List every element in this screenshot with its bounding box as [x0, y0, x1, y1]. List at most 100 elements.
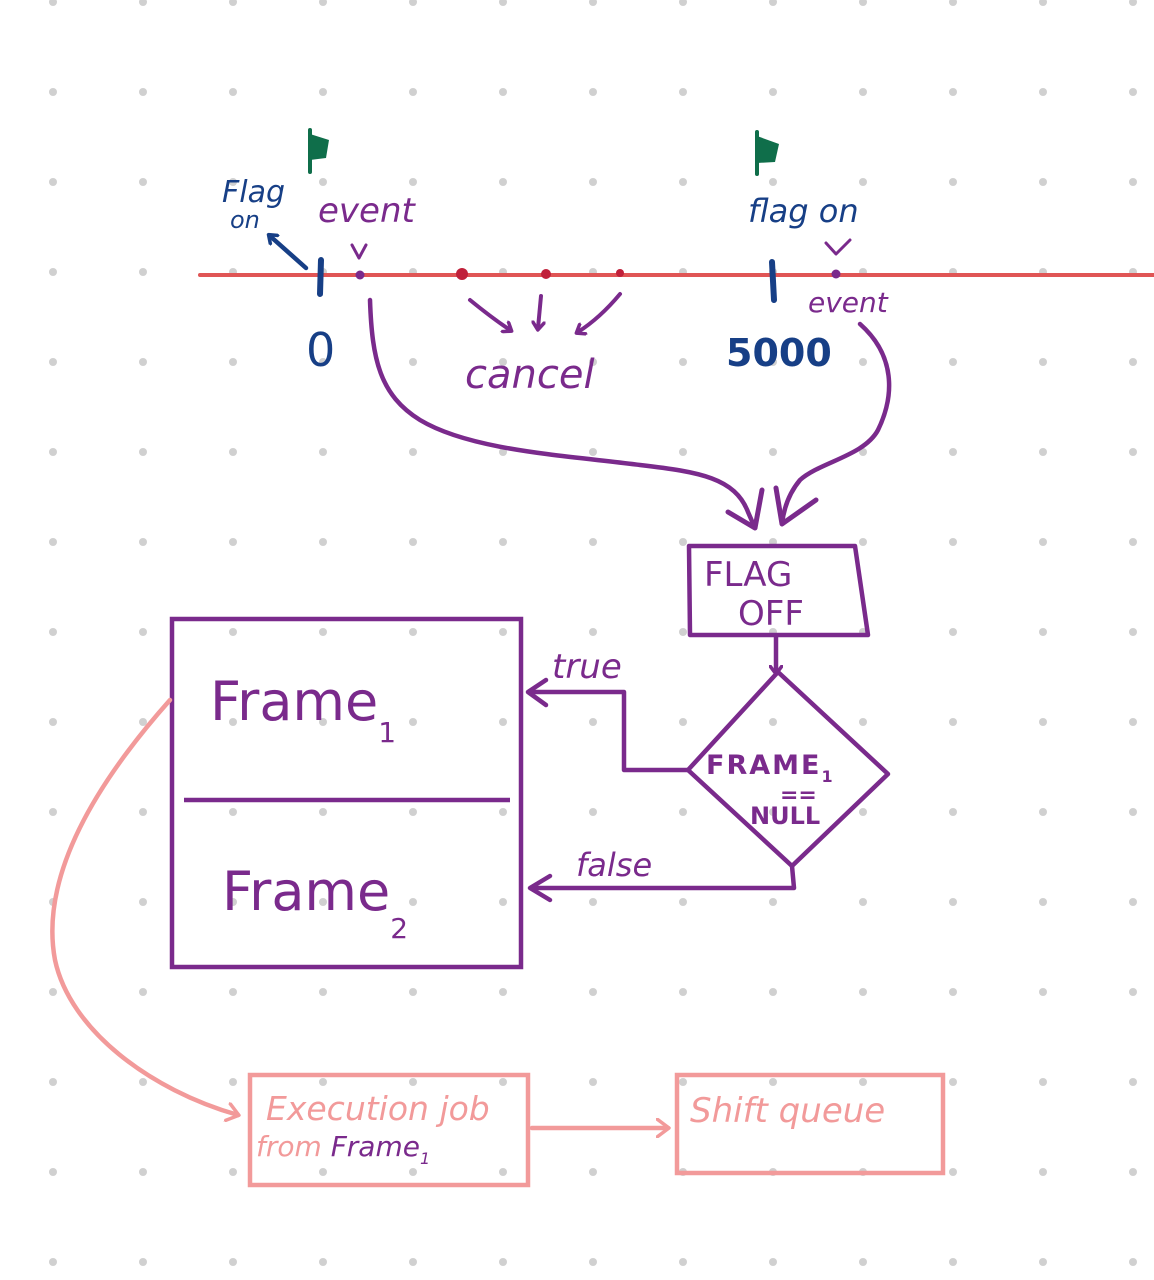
- grid-dot: [859, 0, 867, 6]
- grid-dot: [49, 628, 57, 636]
- grid-dot: [949, 88, 957, 96]
- grid-dot: [139, 538, 147, 546]
- green-flag-icon: [755, 130, 779, 176]
- grid-dot: [949, 628, 957, 636]
- grid-dot: [1129, 898, 1137, 906]
- grid-dot: [319, 898, 327, 906]
- execution-line1: Execution job: [266, 1089, 490, 1128]
- grid-dot: [859, 718, 867, 726]
- grid-dot: [769, 898, 777, 906]
- grid-dot: [409, 1258, 417, 1266]
- grid-dot: [769, 1078, 777, 1086]
- grid-dot: [949, 898, 957, 906]
- grid-dot: [319, 178, 327, 186]
- cancelled-events: cancel: [456, 268, 624, 398]
- grid-dot: [589, 718, 597, 726]
- start-label: 0: [306, 323, 335, 377]
- grid-dot: [139, 1168, 147, 1176]
- grid-dot: [139, 988, 147, 996]
- grid-dot: [319, 628, 327, 636]
- decision-line2: ==: [780, 783, 817, 808]
- grid-dot: [409, 88, 417, 96]
- grid-dot: [319, 988, 327, 996]
- grid-dot: [49, 1078, 57, 1086]
- grid-dot: [769, 808, 777, 816]
- grid-dot: [499, 0, 507, 6]
- grid-dot: [229, 88, 237, 96]
- grid-dot: [229, 898, 237, 906]
- grid-dot: [499, 448, 507, 456]
- grid-dot: [499, 178, 507, 186]
- grid-dot: [409, 448, 417, 456]
- flag-on-left-line2: on: [230, 206, 260, 234]
- shift-queue-box: [674, 1072, 946, 1176]
- grid-dot: [679, 988, 687, 996]
- grid-dot: [859, 88, 867, 96]
- grid-dot: [139, 268, 147, 276]
- grid-dot: [589, 88, 597, 96]
- grid-dot: [1129, 1258, 1137, 1266]
- decision-line3: NULL: [750, 802, 820, 830]
- grid-dot: [229, 718, 237, 726]
- grid-dot: [949, 718, 957, 726]
- grid-dot: [769, 718, 777, 726]
- grid-dot: [499, 358, 507, 366]
- grid-dot: [139, 88, 147, 96]
- grid-dot: [49, 538, 57, 546]
- grid-dot: [589, 538, 597, 546]
- grid-dot: [949, 1258, 957, 1266]
- grid-dot: [679, 718, 687, 726]
- grid-dot: [409, 178, 417, 186]
- grid-dot: [1039, 0, 1047, 6]
- grid-dot: [859, 1078, 867, 1086]
- grid-dot: [49, 0, 57, 6]
- cancelled-event-dot: [541, 269, 551, 279]
- grid-dot: [589, 448, 597, 456]
- grid-dot: [1039, 358, 1047, 366]
- grid-dot: [1129, 1168, 1137, 1176]
- grid-dot: [409, 538, 417, 546]
- grid-dot: [319, 1168, 327, 1176]
- grid-dot: [229, 988, 237, 996]
- grid-dot: [949, 988, 957, 996]
- grid-dot: [589, 898, 597, 906]
- grid-dot: [589, 358, 597, 366]
- green-flag-icon: [308, 128, 329, 174]
- grid-dot: [859, 358, 867, 366]
- grid-dot: [589, 808, 597, 816]
- grid-dot: [49, 448, 57, 456]
- grid-dot: [1129, 538, 1137, 546]
- grid-dot: [1129, 358, 1137, 366]
- grid-dot: [679, 628, 687, 636]
- frames-container: [169, 616, 524, 970]
- grid-dot: [49, 1168, 57, 1176]
- grid-dot: [319, 448, 327, 456]
- grid-dot: [589, 0, 597, 6]
- grid-dot: [49, 178, 57, 186]
- grid-dot: [949, 808, 957, 816]
- event-left-label: event: [318, 191, 417, 231]
- grid-dot: [229, 1078, 237, 1086]
- grid-dot: [499, 898, 507, 906]
- flag-off-line2: OFF: [738, 594, 804, 634]
- execution-flow: Execution job from Frame1 Shift queue: [50, 697, 946, 1188]
- grid-dot: [769, 1258, 777, 1266]
- end-label: 5000: [726, 331, 832, 375]
- grid-dot: [1039, 448, 1047, 456]
- grid-dot: [229, 178, 237, 186]
- grid-dot: [139, 898, 147, 906]
- grid-dot: [139, 1258, 147, 1266]
- flag-on-left-arrow: [270, 236, 309, 271]
- grid-dot: [139, 1078, 147, 1086]
- grid-dot: [679, 88, 687, 96]
- dot-grid: [49, 0, 1137, 1266]
- grid-dot: [1039, 898, 1047, 906]
- grid-dot: [1039, 808, 1047, 816]
- grid-dot: [49, 268, 57, 276]
- grid-dot: [499, 538, 507, 546]
- grid-dot: [769, 358, 777, 366]
- grid-dot: [319, 808, 327, 816]
- grid-dot: [139, 448, 147, 456]
- grid-dot: [1039, 1078, 1047, 1086]
